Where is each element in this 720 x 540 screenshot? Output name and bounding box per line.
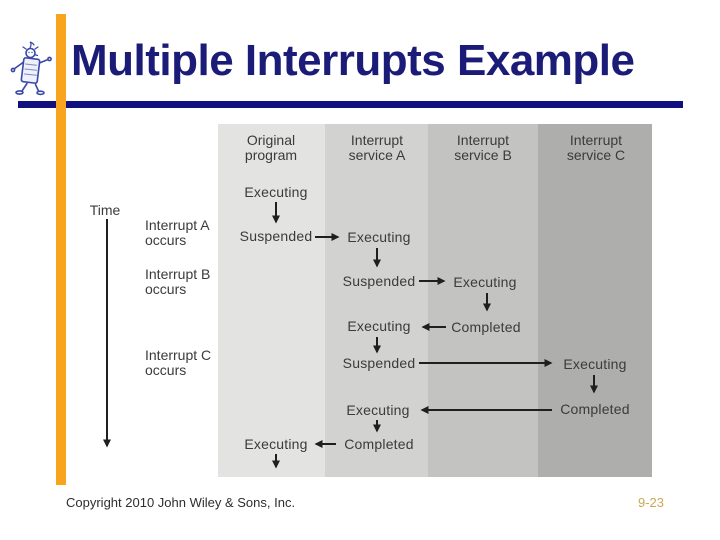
state-label: Executing <box>346 402 410 418</box>
title-rule <box>18 101 683 108</box>
event-label-interrupt-c: Interrupt C occurs <box>145 347 212 378</box>
time-label: Time <box>89 202 121 218</box>
walking-chip-cartoon-icon <box>10 41 52 96</box>
column-header: Interrupt service A <box>348 132 406 163</box>
state-label: Suspended <box>342 355 416 371</box>
state-label: Suspended <box>342 273 416 289</box>
column-header: Interrupt service C <box>566 132 626 163</box>
diagram-columns <box>218 124 652 477</box>
state-label: Completed <box>344 436 414 452</box>
state-label: Completed <box>451 319 521 335</box>
slide-title: Multiple Interrupts Example <box>71 36 635 85</box>
state-label: Executing <box>244 184 308 200</box>
event-label-interrupt-a: Interrupt A occurs <box>145 217 209 248</box>
copyright-text: Copyright 2010 John Wiley & Sons, Inc. <box>66 495 296 510</box>
column-original-program <box>218 124 325 477</box>
state-label: Executing <box>563 356 627 372</box>
event-label-interrupt-b: Interrupt B occurs <box>145 266 211 297</box>
column-interrupt-service-a <box>325 124 428 477</box>
column-header: Original program <box>244 132 298 163</box>
column-interrupt-service-c <box>538 124 652 477</box>
state-label: Executing <box>347 229 411 245</box>
page-number: 9-23 <box>638 495 665 510</box>
state-label: Executing <box>244 436 308 452</box>
accent-bar <box>56 14 66 485</box>
column-header: Interrupt service B <box>454 132 512 163</box>
state-label: Executing <box>453 274 517 290</box>
state-label: Suspended <box>239 228 313 244</box>
state-label: Executing <box>347 318 411 334</box>
state-label: Completed <box>560 401 630 417</box>
column-interrupt-service-b <box>428 124 538 477</box>
